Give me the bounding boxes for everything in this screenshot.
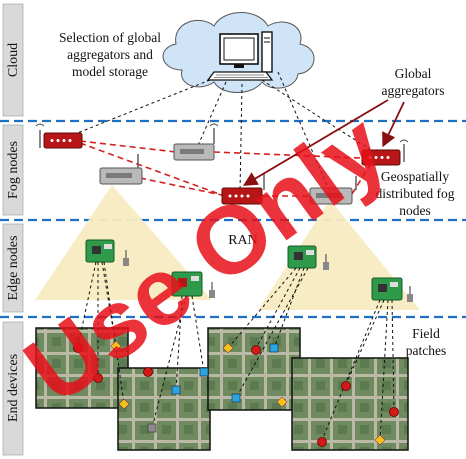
sensor-yellow xyxy=(222,342,234,354)
field-patches-annotation: Field patches xyxy=(406,326,446,358)
sensor-red xyxy=(73,343,83,353)
fog-node-red-1 xyxy=(35,123,83,149)
edge-node-3 xyxy=(287,245,329,270)
fog-node-red-global-1 xyxy=(361,139,409,166)
row-label-bar-fog xyxy=(2,124,24,216)
sensor-gray xyxy=(147,423,157,433)
sensor-yellow xyxy=(374,434,386,446)
fog-node-red-global-2 xyxy=(221,174,265,205)
field-patch-3 xyxy=(207,327,301,411)
row-label-bar-cloud xyxy=(2,3,24,117)
cloud-fog-links xyxy=(59,71,381,193)
fog-links xyxy=(79,140,371,197)
row-label-edge: Edge nodes xyxy=(6,236,21,301)
computer-cloud-icon xyxy=(206,31,274,81)
sensor-yellow xyxy=(110,340,122,352)
edge-node-1 xyxy=(85,239,129,266)
sensor-yellow xyxy=(118,398,130,410)
field-patch-2 xyxy=(117,367,211,451)
sensor-red xyxy=(93,373,103,383)
coverage-area-left xyxy=(35,185,212,300)
cloud-desc-line1: Selection of global xyxy=(59,30,161,45)
fog-node-gray-1 xyxy=(173,123,219,161)
edge-sensor-links xyxy=(77,261,395,441)
cloud-desc-line2: aggregators and xyxy=(67,47,153,62)
row-label-end: End devices xyxy=(6,354,21,422)
edge-node-4 xyxy=(371,277,413,302)
sensor-red xyxy=(341,381,351,391)
geo-label-line2: distributed fog xyxy=(375,186,454,201)
sensor-blue xyxy=(269,343,279,353)
sensor-red xyxy=(389,407,399,417)
row-label-cloud: Cloud xyxy=(6,43,21,77)
sensor-red xyxy=(317,437,327,447)
sensor-red xyxy=(143,367,153,377)
fog-node-gray-3 xyxy=(309,176,357,205)
band-dividers xyxy=(0,119,466,319)
cloud-description: Selection of global aggregators and mode… xyxy=(59,30,161,79)
global-label-line2: aggregators xyxy=(382,83,445,98)
edge-node-2 xyxy=(171,271,215,298)
sensor-blue xyxy=(231,393,241,403)
geo-label-line1: Geospatially xyxy=(381,169,449,184)
fog-node-gray-2 xyxy=(99,154,143,185)
sensor-red xyxy=(251,345,261,355)
geo-fog-annotation: Geospatially distributed fog nodes xyxy=(375,169,454,218)
cloud-desc-line3: model storage xyxy=(72,64,148,79)
global-aggregators-annotation: Global aggregators xyxy=(242,66,445,186)
field-patch-1 xyxy=(35,327,129,409)
row-labels: Cloud Fog nodes Edge nodes End devices xyxy=(2,3,24,456)
field-label-line2: patches xyxy=(406,343,446,358)
row-label-fog: Fog nodes xyxy=(6,141,21,199)
global-arrow-to-right-node xyxy=(382,101,405,148)
sensor-blue xyxy=(171,385,181,395)
geo-label-line3: nodes xyxy=(399,203,431,218)
sensors xyxy=(73,340,399,447)
cloud xyxy=(162,12,315,93)
global-label-line1: Global xyxy=(395,66,432,81)
row-label-bar-edge xyxy=(2,223,24,313)
global-arrow-to-center-node xyxy=(242,99,389,186)
field-patches xyxy=(35,327,409,451)
ran-label: RAN xyxy=(228,233,258,248)
sensor-blue xyxy=(199,367,209,377)
row-label-bar-end xyxy=(2,321,24,456)
field-label-line1: Field xyxy=(412,326,440,341)
field-patch-4 xyxy=(291,357,409,451)
sensor-yellow xyxy=(276,396,288,408)
